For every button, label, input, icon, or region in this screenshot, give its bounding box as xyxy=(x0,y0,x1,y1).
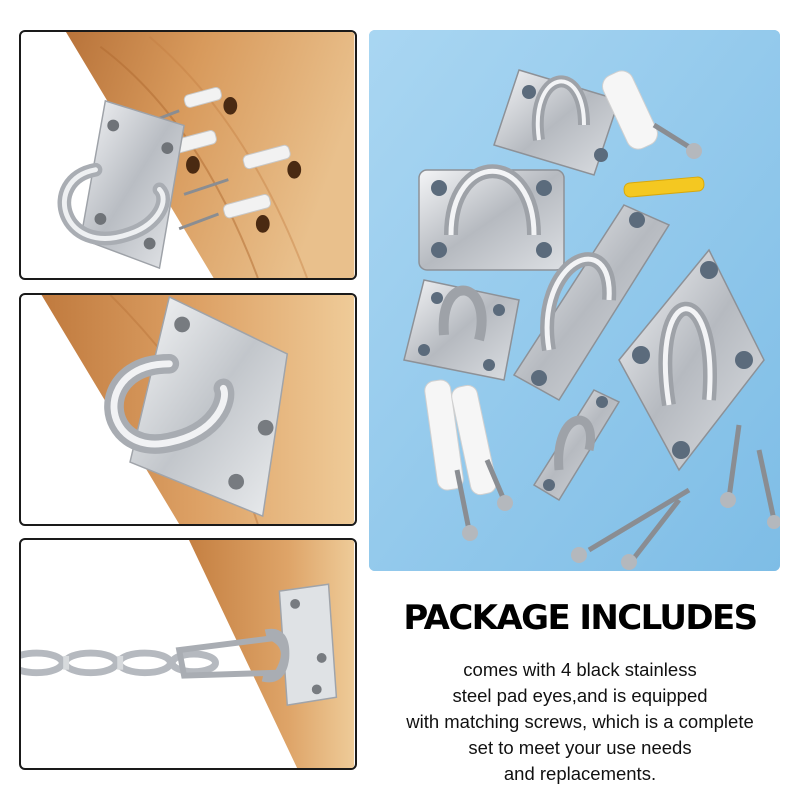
yellow-wall-anchor xyxy=(623,176,705,198)
screw xyxy=(183,178,229,196)
screw xyxy=(454,469,478,541)
chain-and-snap-hook-illustration xyxy=(21,540,355,768)
pad-eye-plate xyxy=(57,99,185,270)
small-oblong-pad-eye xyxy=(532,389,621,502)
description-line: set to meet your use needs xyxy=(468,737,692,758)
installation-diagram-panel xyxy=(19,30,357,280)
diamond-pad-eye xyxy=(493,69,620,176)
square-pad-eye-large xyxy=(418,164,565,271)
chain-hook-panel xyxy=(19,538,357,770)
diamond-pad-eye-large xyxy=(618,248,765,472)
description-line: with matching screws, which is a complet… xyxy=(406,711,754,732)
screw xyxy=(621,498,681,570)
description-line: steel pad eyes,and is equipped xyxy=(452,685,708,706)
drill-hole xyxy=(186,155,200,174)
snap-hook xyxy=(175,628,290,683)
package-includes-headline: PACKAGE INCLUDES xyxy=(403,598,758,638)
screw xyxy=(756,449,780,529)
installation-exploded-illustration xyxy=(57,32,355,278)
oblong-pad-eye xyxy=(512,204,671,402)
product-photo xyxy=(369,30,780,571)
screw xyxy=(720,424,742,508)
description-line: comes with 4 black stainless xyxy=(463,659,697,680)
screw xyxy=(178,212,220,231)
wall-anchor xyxy=(424,379,464,491)
wall-anchor xyxy=(451,384,497,496)
drill-hole xyxy=(287,160,302,179)
installed-pad-eye-panel xyxy=(19,293,357,526)
screw xyxy=(652,122,702,159)
installed-pad-eye-illustration xyxy=(41,295,355,524)
description-line: and replacements. xyxy=(503,763,657,784)
wall-anchor xyxy=(242,144,291,170)
wood-beam xyxy=(65,32,355,278)
package-description: comes with 4 black stainless steel pad e… xyxy=(380,657,780,787)
square-pad-eye-small xyxy=(403,279,520,381)
screw xyxy=(484,459,513,511)
package-contents-illustration xyxy=(369,30,780,571)
drill-hole xyxy=(255,215,270,233)
wall-anchor xyxy=(602,70,658,150)
wall-anchor xyxy=(223,194,272,219)
screw xyxy=(571,487,691,563)
pad-eye-plate xyxy=(104,295,289,518)
wall-anchor xyxy=(183,87,222,108)
drill-hole xyxy=(223,96,238,115)
